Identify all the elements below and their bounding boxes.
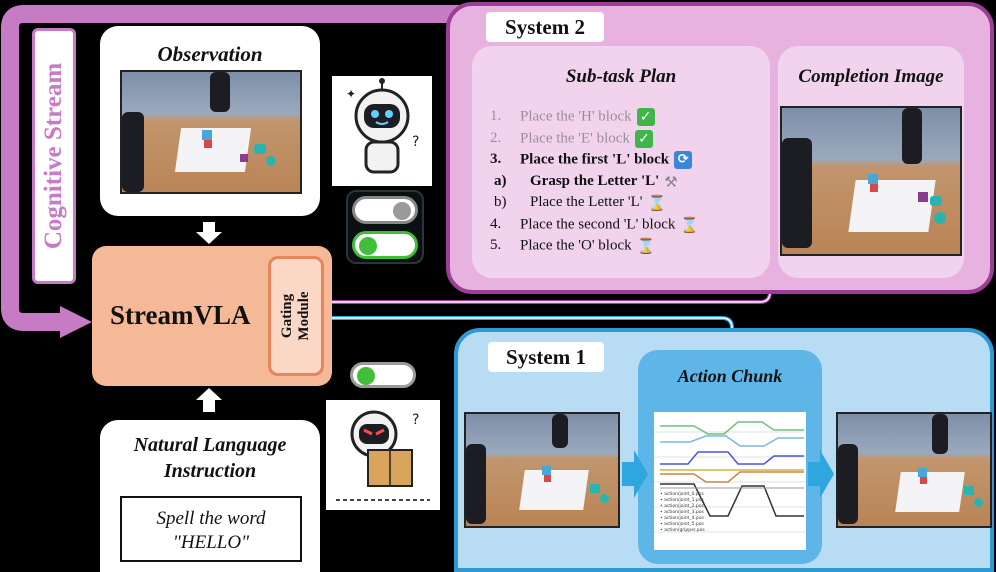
streamvla-title: StreamVLA bbox=[110, 300, 251, 330]
plan-item: a) Grasp the Letter 'L'⚒ bbox=[490, 173, 768, 195]
system1-output-image bbox=[836, 412, 992, 528]
plan-item-text: Place the 'H' block bbox=[520, 108, 632, 125]
plan-item-number: 4. bbox=[490, 215, 502, 232]
system1-label: System 1 bbox=[506, 345, 586, 369]
chart-legend-entry: • action/joint_4.pos bbox=[660, 516, 704, 521]
chart-legend: • action/joint_0.pos• action/joint_1.pos… bbox=[660, 492, 705, 534]
plan-item-number: 1. bbox=[490, 108, 502, 125]
plan-item-number: 2. bbox=[490, 129, 502, 146]
completion-image-title: Completion Image bbox=[798, 66, 944, 87]
plan-item-text: Place the 'O' block bbox=[520, 237, 632, 254]
plan-item-text: Place the 'E' block bbox=[520, 129, 630, 146]
subtask-plan-list: 1. Place the 'H' block✓ 2. Place the 'E' bl… bbox=[490, 108, 768, 259]
plan-item-text: Place the second 'L' block bbox=[520, 215, 676, 232]
plan-item-number: b) bbox=[494, 194, 507, 211]
chevron-right-icon bbox=[622, 450, 648, 498]
plan-item-text: Place the first 'L' block bbox=[520, 151, 670, 168]
streamvla-block: StreamVLA Gating Module bbox=[92, 246, 332, 386]
completion-image-panel: Completion Image bbox=[778, 46, 964, 278]
plan-item-text: Grasp the Letter 'L' bbox=[530, 172, 660, 189]
thinking-robot-icon: ? ✦ bbox=[332, 76, 432, 186]
system2-toggle-off[interactable] bbox=[352, 196, 418, 224]
chevron-right-icon-2 bbox=[808, 450, 834, 498]
system1-panel: System 1 Action Chunk bbox=[454, 328, 994, 572]
svg-text:?: ? bbox=[412, 412, 419, 428]
plan-item-text: Place the Letter 'L' bbox=[530, 194, 643, 211]
chart-legend-entry: • action/joint_5.pos bbox=[660, 522, 704, 527]
chart-line-1 bbox=[660, 421, 804, 435]
observation-image bbox=[120, 70, 302, 194]
chart-legend-entry: • action/joint_1.pos bbox=[660, 498, 704, 503]
system2-panel: System 2 Sub-task Plan 1. Place the 'H' b… bbox=[446, 2, 994, 294]
instruction-up-arrow bbox=[196, 388, 222, 412]
plan-item: 1. Place the 'H' block✓ bbox=[490, 108, 768, 130]
plan-item-number: 5. bbox=[490, 237, 502, 254]
refresh-icon: ⟳ bbox=[674, 151, 693, 169]
plan-item-number: 3. bbox=[490, 151, 502, 168]
chart-legend-entry: • action/joint_2.pos bbox=[660, 504, 704, 509]
system2-label-box: System 2 bbox=[486, 12, 604, 42]
instruction-text-2: "HELLO" bbox=[172, 532, 250, 553]
action-chunk-panel: Action Chunk • action/joint_0.pos• actio… bbox=[638, 350, 822, 564]
system1-toggle-on[interactable] bbox=[350, 362, 416, 388]
cognitive-stream-label-box: Cognitive Stream bbox=[32, 28, 76, 284]
plan-item-number: a) bbox=[494, 172, 507, 189]
cognitive-stream-arrowhead bbox=[60, 306, 92, 338]
system2-toggle-on[interactable] bbox=[352, 231, 418, 259]
chart-line-5 bbox=[660, 471, 804, 483]
plan-item: 4. Place the second 'L' block⌛ bbox=[490, 216, 768, 238]
plan-item: 5. Place the 'O' block⌛ bbox=[490, 237, 768, 259]
instruction-panel: Natural Language Instruction Spell the w… bbox=[100, 420, 320, 572]
check-icon: ✓ bbox=[636, 108, 655, 126]
subtask-plan-title: Sub-task Plan bbox=[565, 66, 677, 87]
completion-image bbox=[780, 106, 962, 256]
chart-legend-entry: • action/gripper.pos bbox=[660, 528, 705, 533]
chart-legend-entry: • action/joint_3.pos bbox=[660, 510, 704, 515]
svg-text:✦: ✦ bbox=[346, 87, 356, 101]
observation-panel: Observation bbox=[100, 26, 320, 216]
system2-label: System 2 bbox=[505, 15, 585, 39]
check-icon: ✓ bbox=[634, 129, 653, 148]
subtask-plan-panel: Sub-task Plan 1. Place the 'H' block✓ 2. Pl… bbox=[472, 46, 770, 278]
hourglass-icon: ⌛ bbox=[680, 215, 700, 234]
system1-input-image bbox=[464, 412, 620, 528]
action-chunk-chart: • action/joint_0.pos• action/joint_1.pos… bbox=[654, 412, 806, 550]
gating-module: Gating Module bbox=[268, 256, 324, 376]
cognitive-stream-label: Cognitive Stream bbox=[40, 62, 67, 250]
system1-label-box: System 1 bbox=[488, 342, 604, 372]
chart-line-3 bbox=[660, 451, 804, 465]
gating-label-1: Gating bbox=[279, 293, 295, 339]
instruction-text-box: Spell the word "HELLO" bbox=[120, 496, 302, 562]
action-chunk-title: Action Chunk bbox=[677, 366, 783, 386]
hourglass-icon: ⌛ bbox=[636, 237, 656, 255]
plan-item: b) Place the Letter 'L'⌛ bbox=[490, 194, 768, 216]
instruction-text-1: Spell the word bbox=[156, 508, 266, 529]
cognitive-stream-arrow bbox=[1, 5, 470, 331]
hourglass-icon: ⌛ bbox=[647, 194, 667, 212]
instruction-title-2: Instruction bbox=[163, 460, 257, 482]
observation-down-arrow bbox=[196, 222, 222, 244]
gating-label-2: Module bbox=[296, 291, 312, 341]
plan-item: 3. Place the first 'L' block⟳ bbox=[490, 151, 768, 173]
plan-item: 2. Place the 'E' block✓ bbox=[490, 129, 768, 152]
hammer-icon: ⚒ bbox=[664, 172, 678, 191]
chart-legend-entry: • action/joint_0.pos bbox=[660, 492, 704, 497]
chart-line-2 bbox=[660, 435, 804, 447]
observation-title: Observation bbox=[157, 42, 263, 66]
svg-text:?: ? bbox=[412, 134, 419, 150]
instruction-title-1: Natural Language bbox=[133, 434, 287, 456]
chart-line-6 bbox=[660, 483, 804, 517]
worker-robot-icon: ? bbox=[326, 400, 440, 510]
